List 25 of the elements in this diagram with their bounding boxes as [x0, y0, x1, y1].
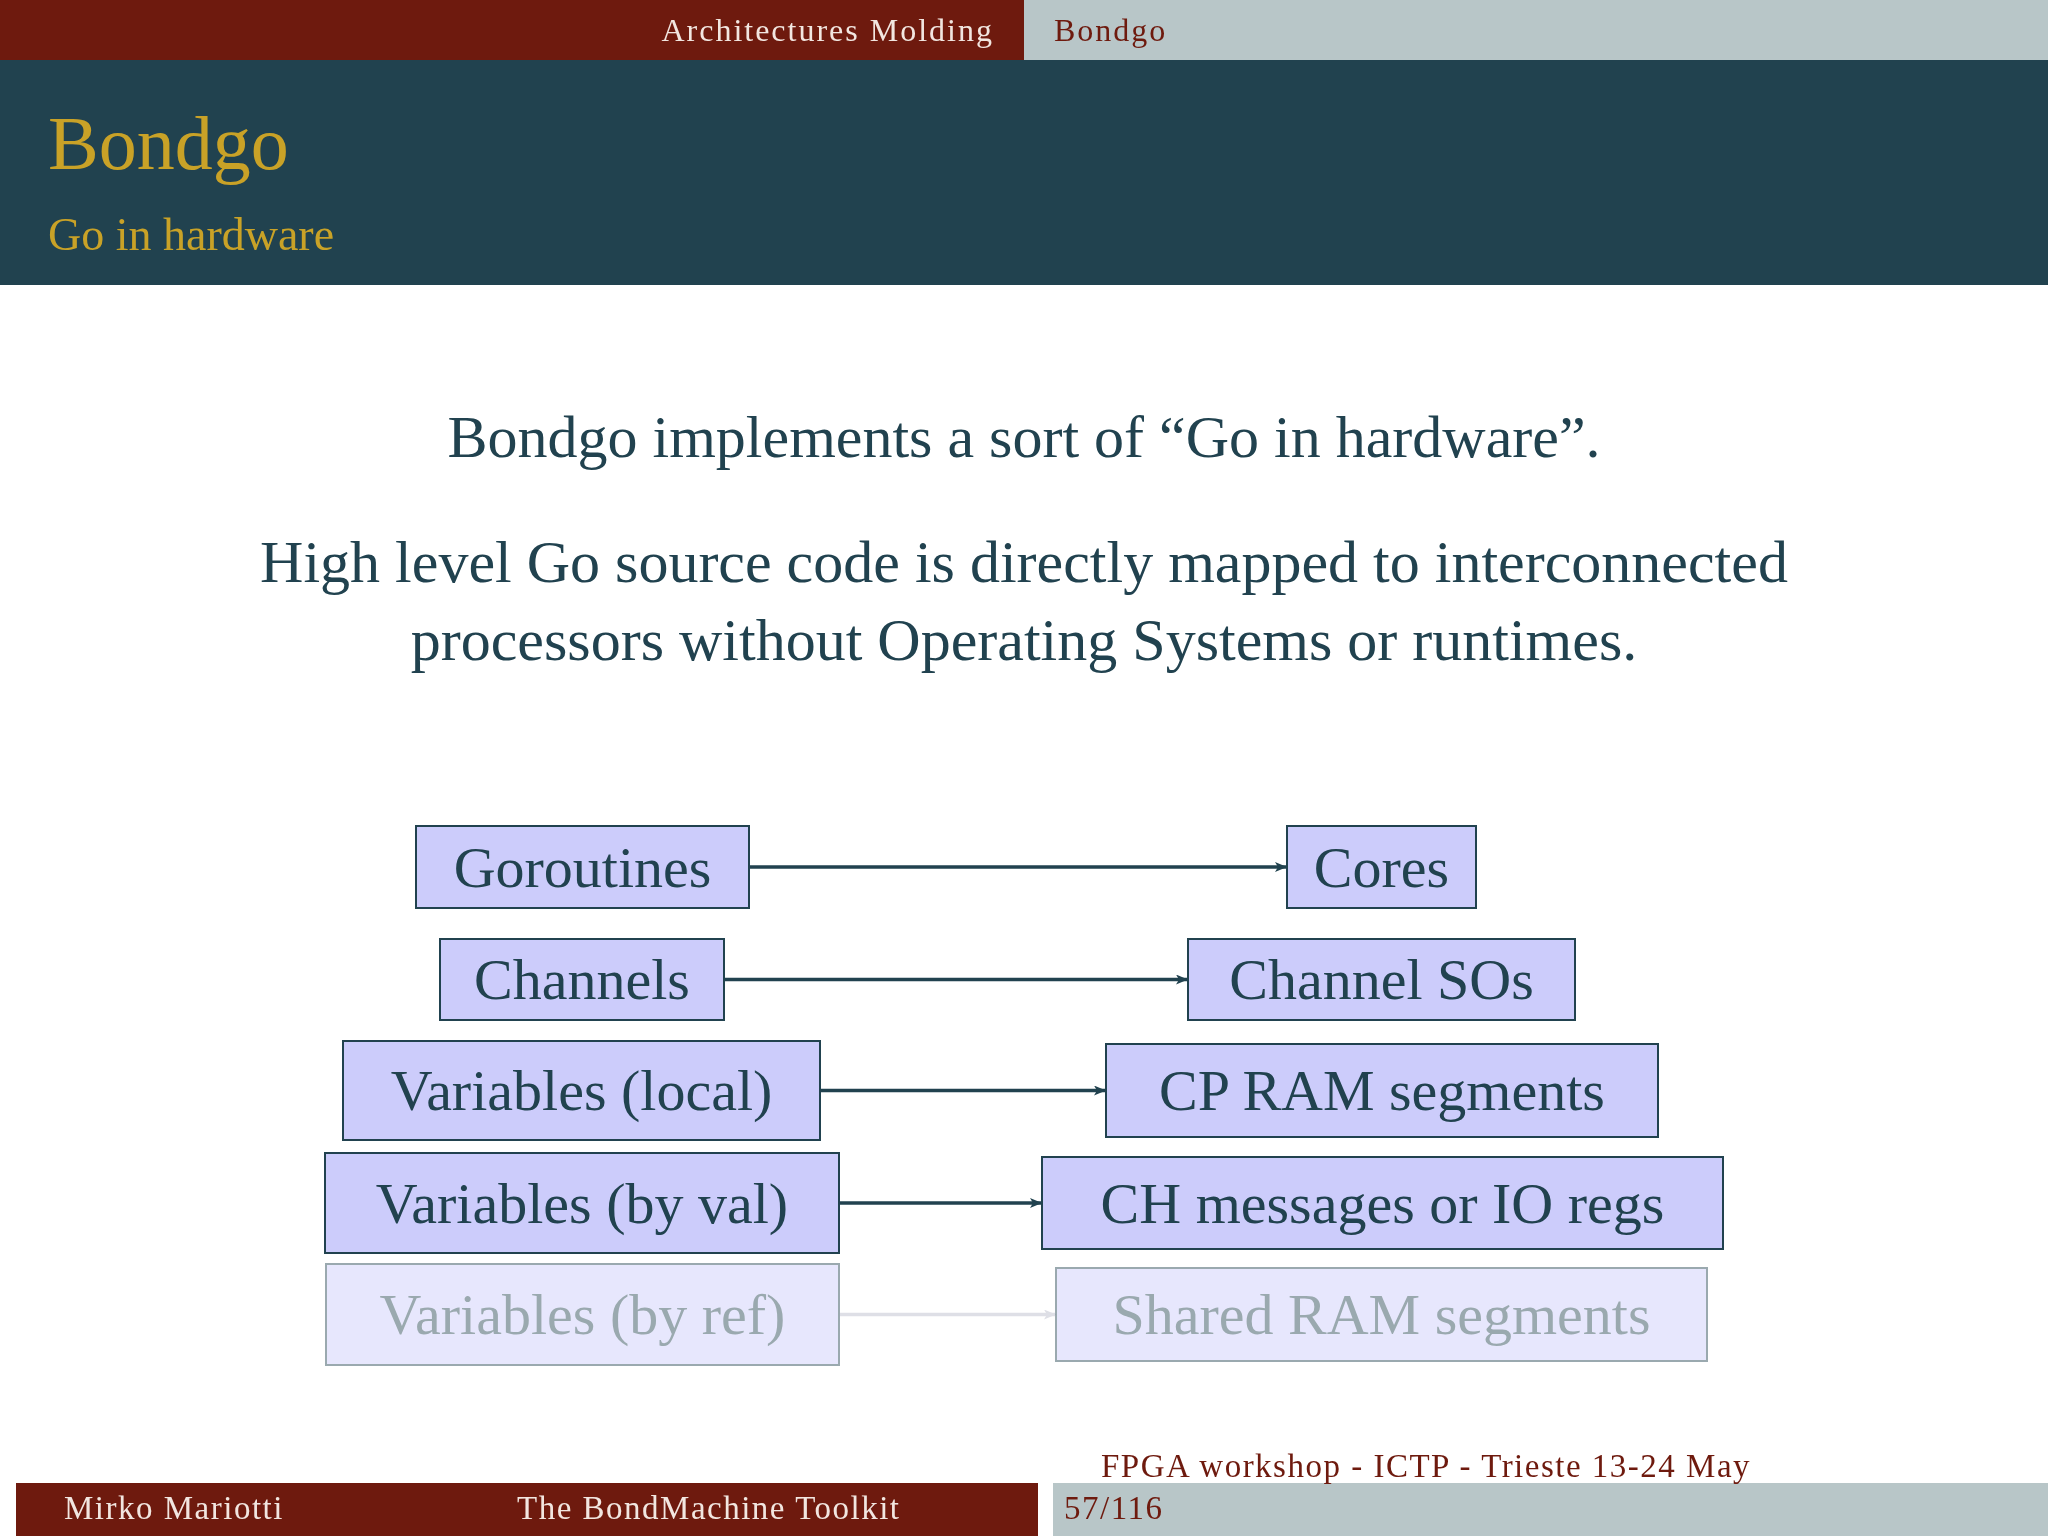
concept-box: Goroutines [415, 825, 750, 909]
intro-sentence: Bondgo implements a sort of “Go in hardware”. [446, 403, 1602, 472]
event-name: FPGA workshop - ICTP - Trieste 13-24 May [1101, 1448, 1752, 1485]
arrow [821, 1085, 1106, 1096]
arrow [725, 974, 1188, 985]
concept-box: Variables (by val) [324, 1152, 840, 1254]
concept-box: Channels [439, 938, 725, 1021]
slide-subtitle: Go in hardware [48, 208, 335, 261]
concept-box: Channel SOs [1187, 938, 1576, 1021]
concept-box: Shared RAM segments [1055, 1267, 1708, 1362]
author-name: Mirko Mariotti [64, 1490, 284, 1527]
description-paragraph: High level Go source code is directly mapped to interconnected processors without Operating Systems or runtimes. [259, 528, 1789, 675]
arrow [840, 1309, 1056, 1320]
subsection-title: Bondgo [1054, 11, 1168, 49]
concept-box: Variables (local) [342, 1040, 821, 1141]
concept-box: Cores [1286, 825, 1477, 909]
section-title: Architectures Molding [661, 11, 994, 49]
arrow [840, 1198, 1042, 1208]
concept-box: CH messages or IO regs [1041, 1156, 1724, 1250]
slide-title: Bondgo [48, 100, 289, 187]
presentation-title: The BondMachine Toolkit [517, 1490, 901, 1527]
concept-box: Variables (by ref) [325, 1263, 840, 1366]
concept-box: CP RAM segments [1105, 1043, 1659, 1138]
arrow [750, 862, 1287, 872]
page-number: 57/116 [1064, 1490, 1164, 1527]
